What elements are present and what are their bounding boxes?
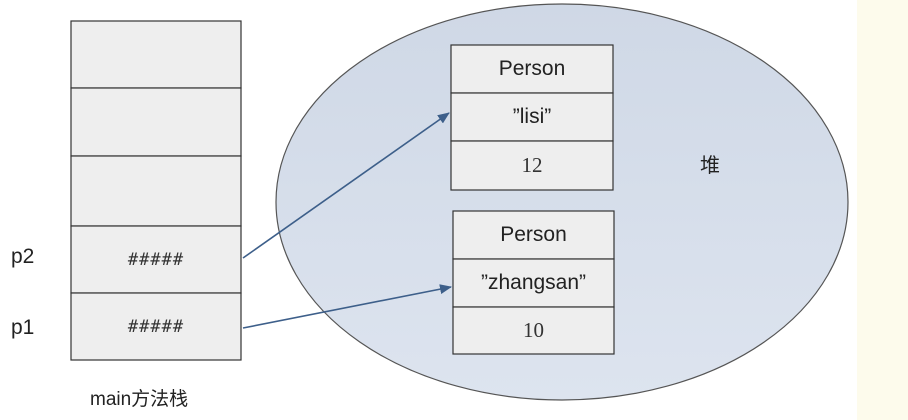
- heap-label: 堆: [700, 155, 720, 177]
- object-class-name: Person: [498, 57, 566, 80]
- object-name-value: ”zhangsan”: [480, 271, 587, 294]
- p2-reference-value: #####: [127, 249, 185, 270]
- p1-reference-value: #####: [127, 316, 185, 337]
- reference-arrow-p2: [242, 112, 450, 259]
- stack-cell-text-0: [71, 21, 241, 88]
- side-strip: [857, 0, 908, 420]
- object-age-field: [452, 306, 615, 355]
- object-name-field: [450, 92, 614, 142]
- object-age-value: 10: [523, 318, 544, 342]
- stack-label: main方法栈: [90, 389, 189, 410]
- stack-cell-p1: [70, 292, 242, 361]
- person-object-lisi: [450, 44, 614, 191]
- heap-area: [275, 3, 849, 401]
- object-class-name: Person: [500, 223, 567, 246]
- stack-cell-text-2: [71, 156, 241, 226]
- object-name-value: ”lisi”: [512, 105, 552, 128]
- variable-label-p1: p1: [11, 316, 35, 339]
- object-age-value: 12: [521, 153, 543, 177]
- object-age-field: [450, 140, 614, 191]
- object-header: [450, 44, 614, 94]
- object-name-field: [452, 258, 615, 308]
- person-object-zhangsan: [452, 210, 615, 355]
- stack-cell-1: [70, 87, 242, 157]
- stack-cell-2: [70, 155, 242, 227]
- variable-label-p2: p2: [11, 245, 35, 268]
- stack-cell-text-1: [71, 88, 241, 156]
- stack-cell-p2: [70, 225, 242, 294]
- main-stack: [70, 20, 242, 361]
- reference-arrow-p1: [242, 284, 452, 329]
